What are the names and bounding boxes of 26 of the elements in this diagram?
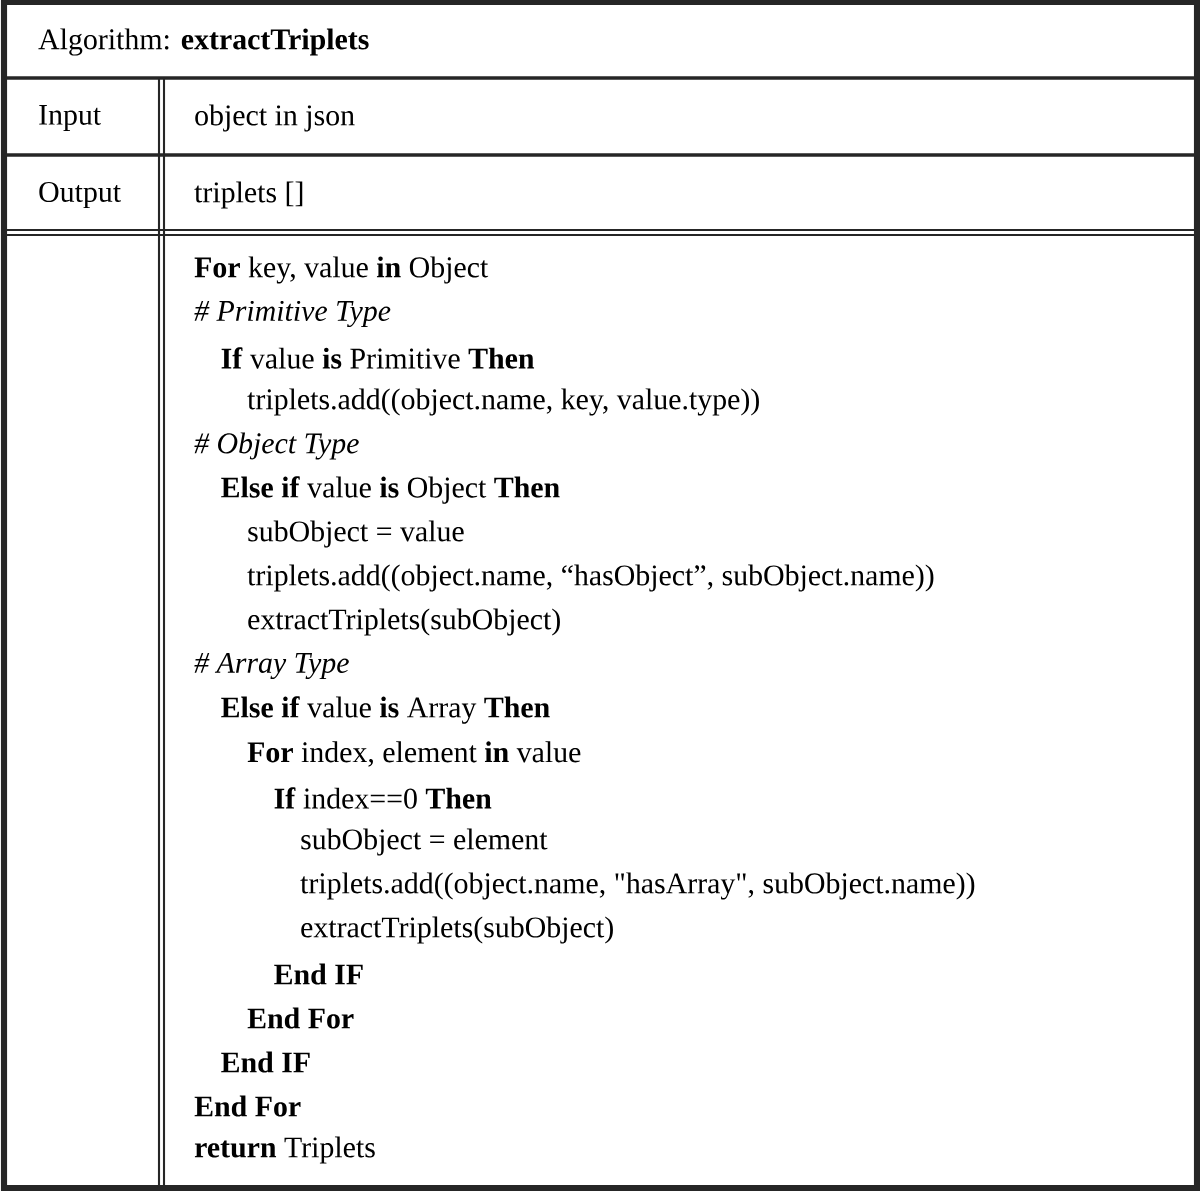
code-line: return Triplets [194,1136,375,1164]
code-line: End IF [274,963,363,985]
code-line: triplets.add((object.name, key, value.type)) [247,388,759,416]
row-header: Output [39,181,121,209]
code-line: # Primitive Type [194,300,391,328]
code-line: If index==0 Then [274,787,492,809]
code-line: For key, value in Object [194,256,489,284]
code-line: If value is Primitive Then [221,347,535,369]
code-line: Else if value is Object Then [221,476,560,504]
code-line: End For [247,1007,354,1029]
code-line: For index, element in value [247,741,581,767]
code-line: End For [194,1095,301,1117]
code-line: triplets.add((object.name, “hasObject”, subObject.name)) [247,564,934,592]
code-line: Else if value is Array Then [221,696,550,724]
code-line: # Array Type [194,652,349,680]
row-header: Input [39,105,101,131]
cell-text: triplets [] [194,181,303,209]
code-line: extractTriplets(subObject) [248,608,560,636]
code-line: subObject = element [301,828,548,856]
algorithm-title: Algorithm: extractTriplets [38,28,369,56]
cell-text: object in json [195,104,355,132]
code-line: End IF [221,1051,310,1073]
code-line: extractTriplets(subObject) [301,916,613,944]
code-line: subObject = value [248,520,464,548]
code-line: # Object Type [194,432,359,460]
code-line: triplets.add((object.name, "hasArray", subObject.name)) [300,872,975,900]
